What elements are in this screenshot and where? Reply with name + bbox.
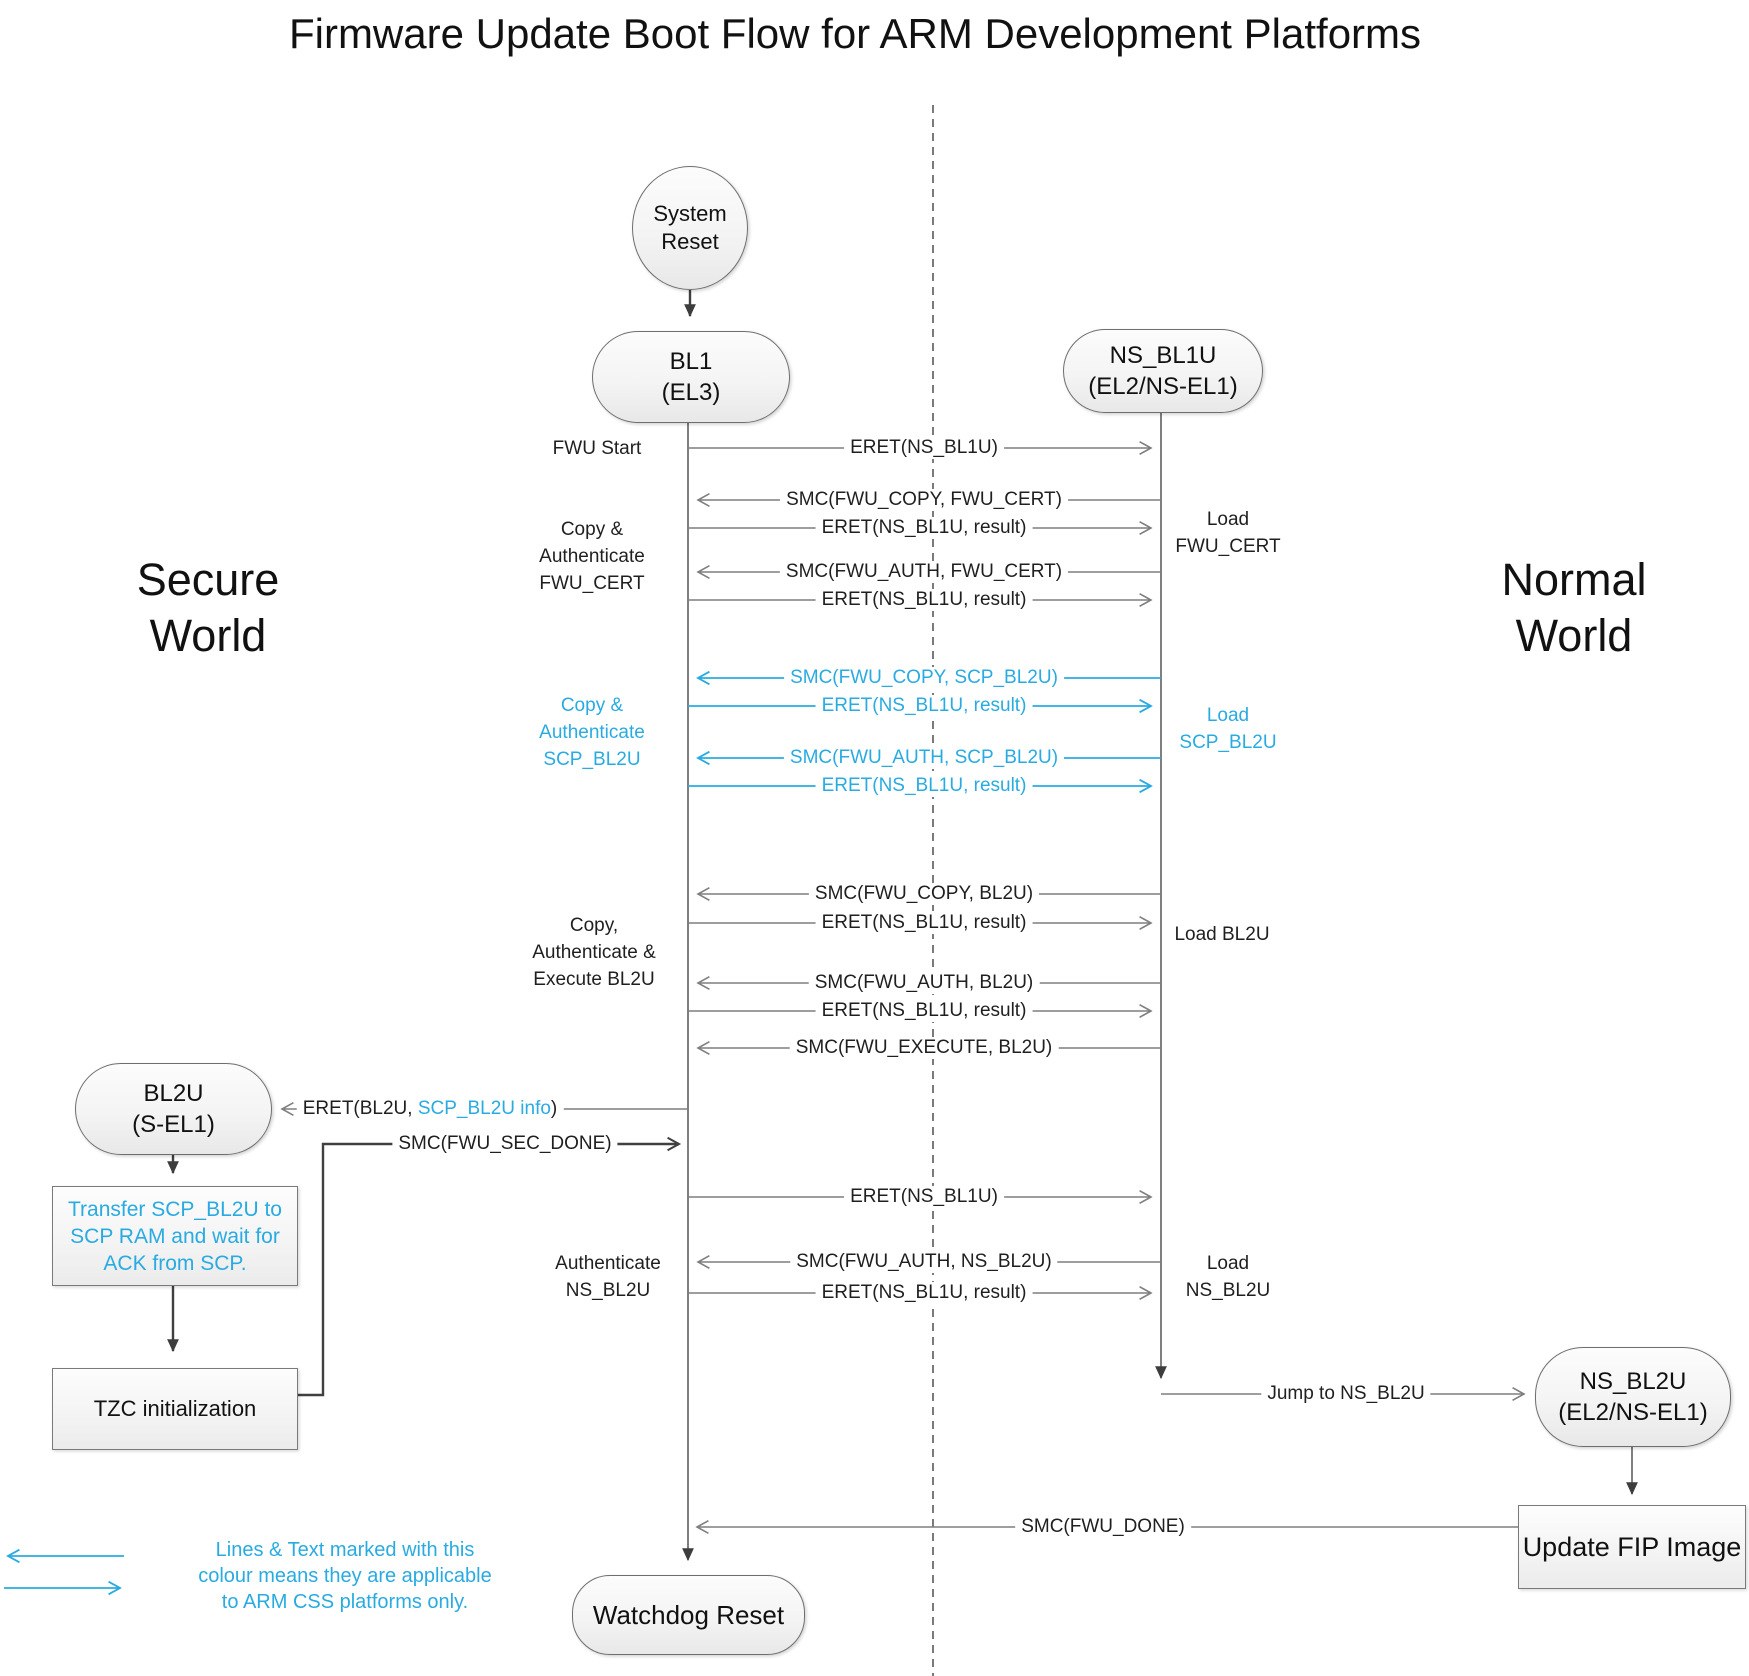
message-label: SMC(FWU_AUTH, NS_BL2U): [790, 1251, 1058, 1273]
node-watchdog-reset: Watchdog Reset: [572, 1575, 805, 1655]
box-transfer-scp-bl2u: Transfer SCP_BL2U to SCP RAM and wait fo…: [52, 1186, 298, 1286]
phase-label-load-bl2u: Load BL2U: [1174, 924, 1270, 945]
message-label-smc-sec-done: SMC(FWU_SEC_DONE): [392, 1133, 618, 1155]
box-update-fip-image: Update FIP Image: [1518, 1505, 1746, 1589]
message-label-eret-bl2u: ERET(BL2U, SCP_BL2U info): [296, 1098, 564, 1120]
node-ns-bl2u: NS_BL2U (EL2/NS-EL1): [1535, 1347, 1731, 1447]
phase-label-load-ns-bl2u: Load NS_BL2U: [1185, 1253, 1271, 1301]
message-label: ERET(NS_BL1U): [844, 437, 1004, 459]
message-label: ERET(NS_BL1U): [844, 1186, 1004, 1208]
phase-label-copy-auth-scp-bl2u: Copy & Authenticate SCP_BL2U: [539, 695, 645, 770]
node-bl1: BL1 (EL3): [592, 331, 790, 423]
eret-bl2u-css-part: SCP_BL2U info: [417, 1098, 551, 1119]
node-ns-bl1u: NS_BL1U (EL2/NS-EL1): [1063, 329, 1263, 413]
phase-label-auth-ns-bl2u: Authenticate NS_BL2U: [555, 1253, 661, 1301]
phase-label-load-scp-bl2u: Load SCP_BL2U: [1179, 705, 1277, 753]
message-label: ERET(NS_BL1U, result): [815, 912, 1033, 934]
message-label-jump-ns-bl2u: Jump to NS_BL2U: [1261, 1383, 1431, 1405]
message-label-smc-fwu-done: SMC(FWU_DONE): [1015, 1516, 1191, 1538]
phase-label-copy-auth-fwu-cert: Copy & Authenticate FWU_CERT: [539, 519, 645, 594]
diagram-title: Firmware Update Boot Flow for ARM Develo…: [288, 10, 1422, 57]
node-system-reset: System Reset: [632, 166, 748, 290]
message-label: ERET(NS_BL1U, result): [815, 589, 1033, 611]
eret-bl2u-prefix: ERET(BL2U,: [302, 1098, 418, 1119]
legend-note: Lines & Text marked with this colour mea…: [198, 1539, 492, 1613]
phase-label-copy-auth-exec-bl2u: Copy, Authenticate & Execute BL2U: [532, 915, 656, 990]
message-label: ERET(NS_BL1U, result): [815, 1282, 1033, 1304]
node-bl2u: BL2U (S-EL1): [75, 1063, 272, 1155]
message-label: SMC(FWU_AUTH, BL2U): [808, 972, 1040, 994]
message-label-css-only: ERET(NS_BL1U, result): [815, 775, 1033, 797]
message-label-css-only: ERET(NS_BL1U, result): [815, 695, 1033, 717]
phase-label-fwu-start: FWU Start: [552, 438, 642, 459]
message-label: SMC(FWU_AUTH, FWU_CERT): [779, 561, 1069, 583]
message-label: SMC(FWU_EXECUTE, BL2U): [789, 1037, 1059, 1059]
box-tzc-initialization: TZC initialization: [52, 1368, 298, 1450]
message-label-css-only: SMC(FWU_COPY, SCP_BL2U): [784, 667, 1064, 689]
message-label: SMC(FWU_COPY, BL2U): [808, 883, 1040, 905]
message-label-css-only: SMC(FWU_AUTH, SCP_BL2U): [783, 747, 1065, 769]
message-label: SMC(FWU_COPY, FWU_CERT): [780, 489, 1068, 511]
message-label: ERET(NS_BL1U, result): [815, 1000, 1033, 1022]
eret-bl2u-suffix: ): [550, 1098, 558, 1119]
normal-world-label: Normal World: [1501, 554, 1647, 661]
phase-label-load-fwu-cert: Load FWU_CERT: [1175, 509, 1281, 557]
secure-world-label: Secure World: [136, 554, 280, 661]
message-label: ERET(NS_BL1U, result): [815, 517, 1033, 539]
